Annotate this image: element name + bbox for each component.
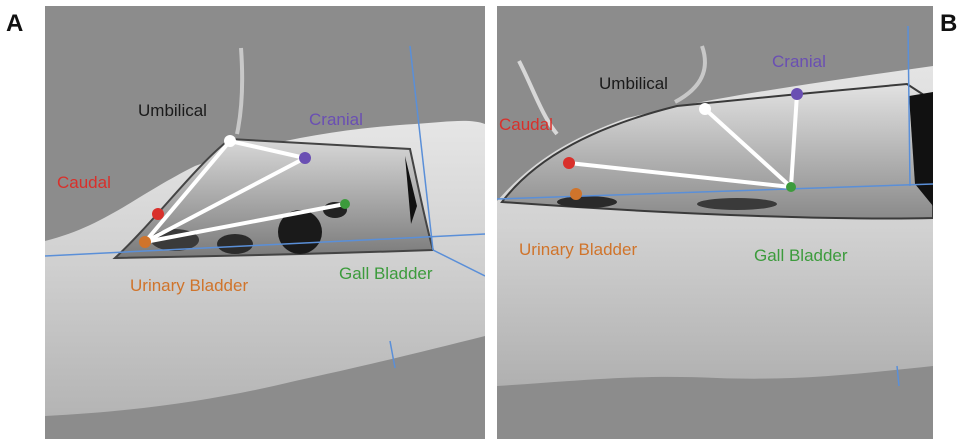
label-umbilical: Umbilical [599,74,668,94]
label-umbilical: Umbilical [138,101,207,121]
umbilical-cord [237,48,242,134]
organ-dark-2 [217,234,253,254]
label-urinary-bladder: Urinary Bladder [130,276,248,296]
umbilical-point [224,135,236,147]
urinary-bladder-point [139,236,151,248]
panel-b: Umbilical Cranial Caudal Gall Bladder Ur… [497,6,933,439]
caudal-point [152,208,164,220]
panel-b-render [497,6,933,439]
label-cranial: Cranial [309,110,363,130]
organ-dark-2 [697,198,777,210]
label-gall-bladder: Gall Bladder [339,264,433,284]
label-caudal: Caudal [499,115,553,135]
caudal-point [563,157,575,169]
panel-label-a: A [6,10,23,38]
label-gall-bladder: Gall Bladder [754,246,848,266]
panel-a-render [45,6,485,439]
gall-bladder-point [786,182,796,192]
organ-dark-1 [557,196,617,208]
cranial-point [299,152,311,164]
panel-a: Umbilical Cranial Caudal Gall Bladder Ur… [45,6,485,439]
panel-label-b: B [940,10,957,38]
umbilical-point [699,103,711,115]
umbilical-cord [675,46,705,102]
urinary-bladder-point [570,188,582,200]
label-urinary-bladder: Urinary Bladder [519,240,637,260]
label-caudal: Caudal [57,173,111,193]
gall-bladder-point [340,199,350,209]
label-cranial: Cranial [772,52,826,72]
cranial-point [791,88,803,100]
